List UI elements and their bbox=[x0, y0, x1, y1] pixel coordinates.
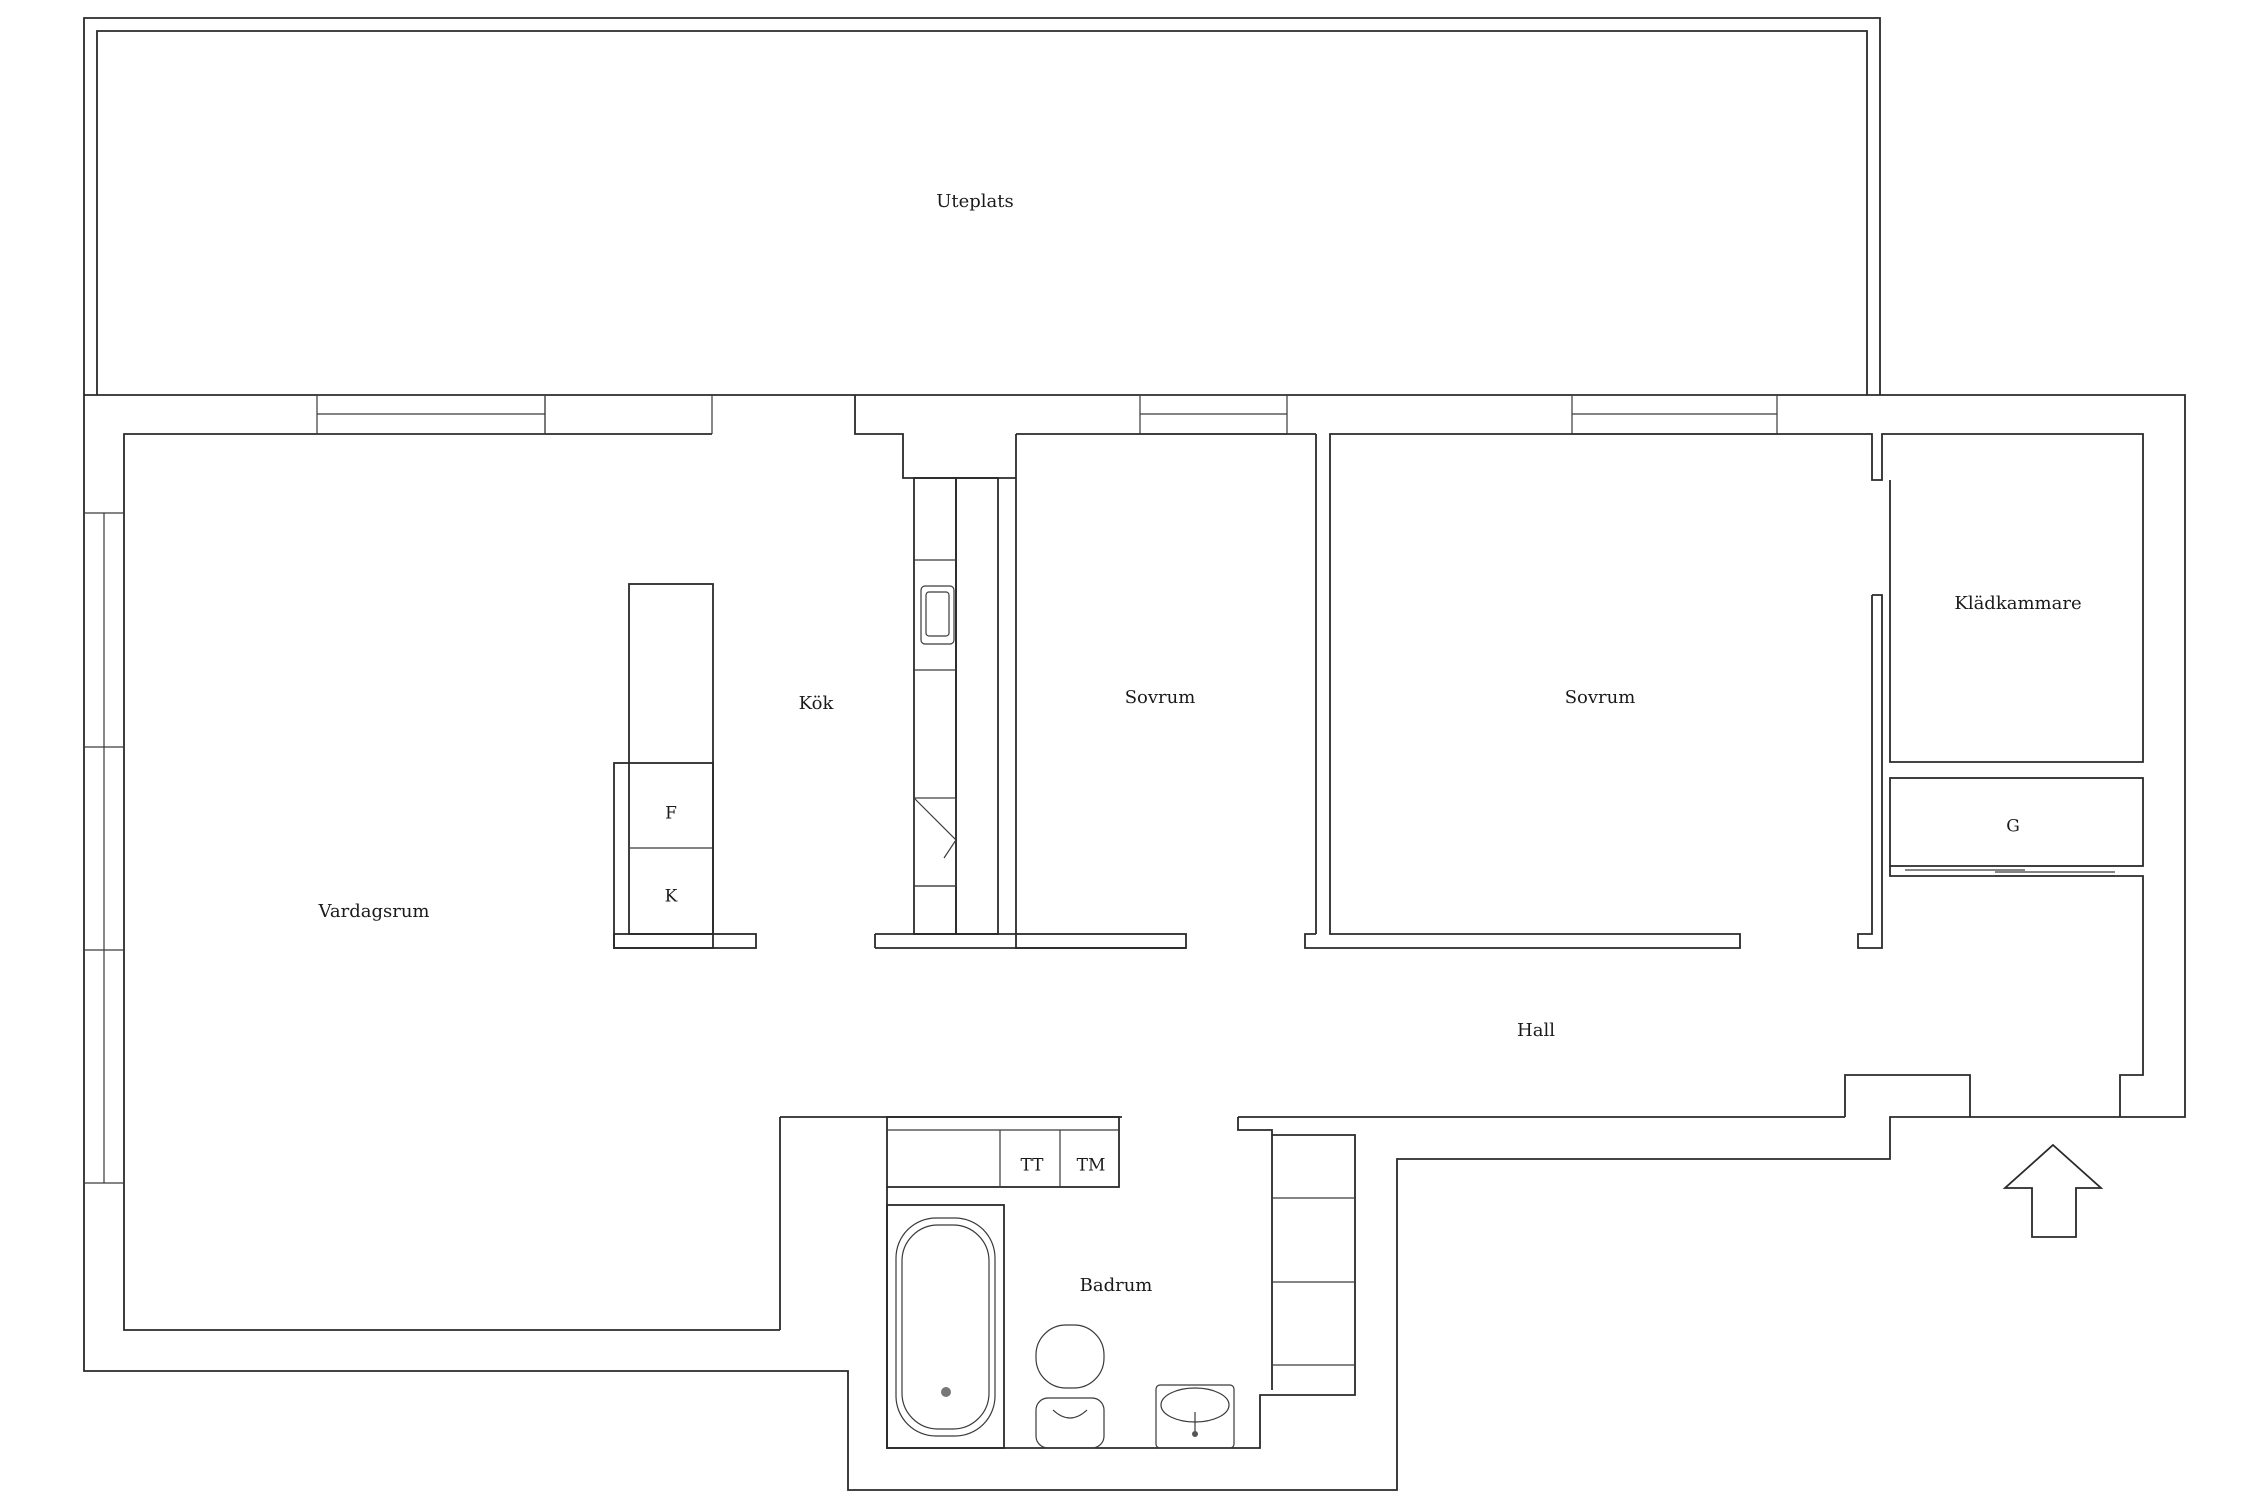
kitchen-counter bbox=[913, 477, 999, 935]
label-kitchen: Kök bbox=[799, 693, 835, 714]
label-fridge: F bbox=[665, 804, 677, 824]
label-washer: TM bbox=[1077, 1156, 1106, 1176]
patio-area bbox=[83, 17, 1881, 395]
bathtub bbox=[886, 1204, 1005, 1449]
label-bedroom-2: Sovrum bbox=[1565, 687, 1636, 708]
label-patio: Uteplats bbox=[936, 191, 1014, 212]
label-dryer: TT bbox=[1021, 1156, 1045, 1176]
label-living-room: Vardagsrum bbox=[318, 901, 430, 922]
label-bedroom-1: Sovrum bbox=[1125, 687, 1196, 708]
outer-wall bbox=[83, 394, 2186, 1491]
label-hall: Hall bbox=[1517, 1020, 1555, 1041]
living-room-walls bbox=[123, 433, 780, 1331]
window-left bbox=[84, 512, 124, 1184]
window-top bbox=[316, 394, 1778, 435]
label-freezer: K bbox=[665, 887, 678, 907]
bathroom-walls bbox=[886, 1116, 1845, 1449]
label-wardrobe: G bbox=[2006, 817, 2020, 837]
kitchen-island bbox=[613, 583, 757, 949]
label-walk-in-closet: Klädkammare bbox=[1954, 593, 2081, 614]
entrance-arrow-icon bbox=[2002, 1143, 2104, 1238]
sink bbox=[1155, 1384, 1235, 1449]
toilet bbox=[1035, 1324, 1105, 1449]
label-bathroom: Badrum bbox=[1080, 1275, 1153, 1296]
